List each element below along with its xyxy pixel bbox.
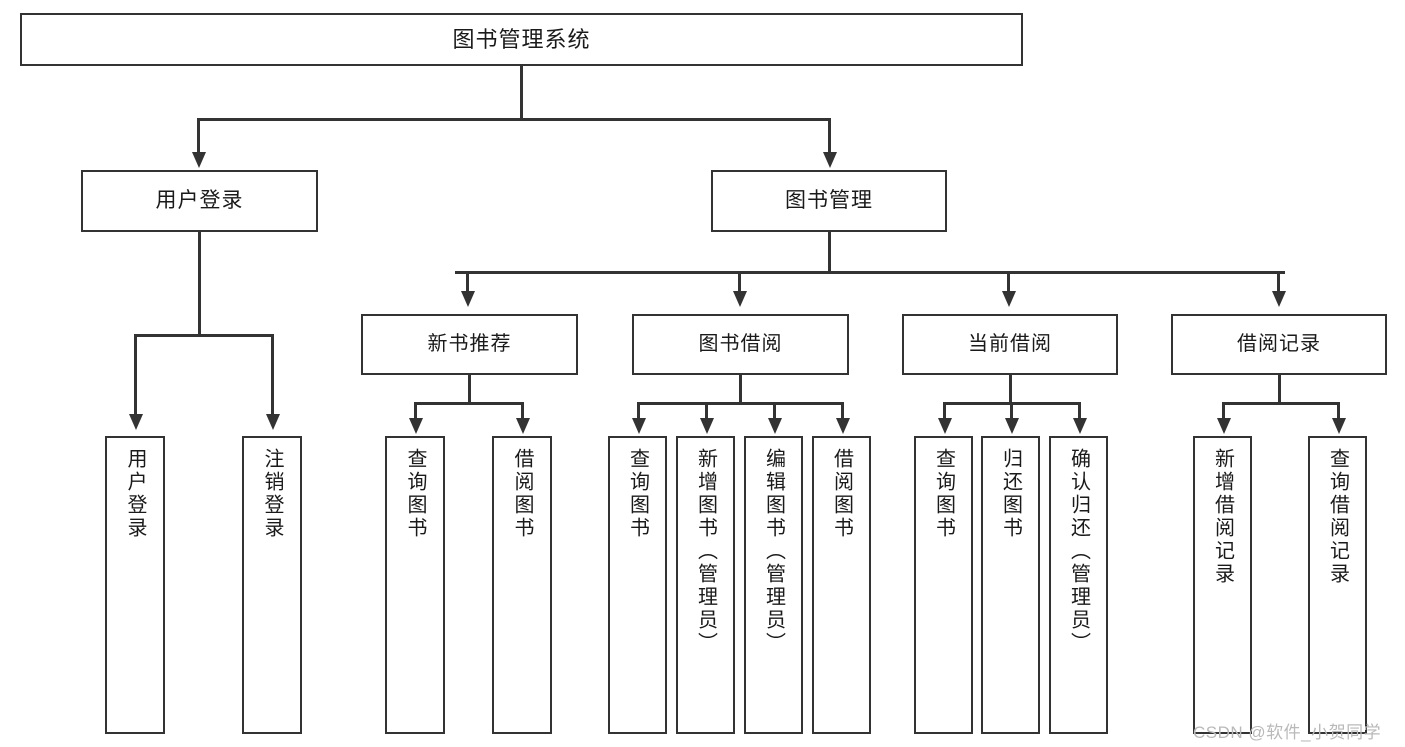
connector-book-management-trunk bbox=[828, 232, 831, 273]
connector-book-management-bar bbox=[455, 271, 1285, 274]
node-leaf-user-login[interactable]: 用户登录 bbox=[105, 436, 165, 734]
node-leaf-query-book-3[interactable]: 查询图书 bbox=[914, 436, 973, 734]
connector-to-leaf-borrow-book-1 bbox=[521, 402, 524, 420]
connector-to-leaf-add-book bbox=[705, 402, 708, 420]
node-leaf-query-book-1[interactable]: 查询图书 bbox=[385, 436, 445, 734]
connector-to-book-borrow bbox=[738, 271, 741, 293]
connector-to-leaf-query-record bbox=[1337, 402, 1340, 420]
node-leaf-query-record[interactable]: 查询借阅记录 bbox=[1308, 436, 1367, 734]
connector-to-leaf-borrow-book-2 bbox=[841, 402, 844, 420]
node-label: 图书管理 bbox=[785, 188, 873, 212]
connector-to-leaf-user-login bbox=[134, 334, 137, 416]
node-root-system[interactable]: 图书管理系统 bbox=[20, 13, 1023, 66]
connector-to-current-borrow bbox=[1007, 271, 1010, 293]
node-label: 查询图书 bbox=[626, 448, 649, 540]
connector-to-leaf-query-book-2 bbox=[637, 402, 640, 420]
connector-to-leaf-return-book bbox=[1010, 402, 1013, 420]
node-label: 借阅图书 bbox=[511, 448, 533, 540]
node-label: 查询借阅记录 bbox=[1326, 448, 1349, 586]
node-label: 用户登录 bbox=[155, 188, 244, 212]
node-leaf-borrow-book-1[interactable]: 借阅图书 bbox=[492, 436, 552, 734]
connector-root-bar bbox=[197, 118, 830, 121]
node-leaf-edit-book[interactable]: 编辑图书（管理员） bbox=[744, 436, 803, 734]
arrowhead-user-login bbox=[191, 152, 206, 168]
connector-root-to-user-login bbox=[197, 118, 200, 154]
node-label: 借阅图书 bbox=[830, 448, 853, 540]
connector-borrow-record-trunk bbox=[1278, 375, 1281, 404]
arrowhead-leaf-return-book bbox=[1004, 418, 1019, 434]
connector-to-leaf-add-record bbox=[1222, 402, 1225, 420]
node-label: 新增图书（管理员） bbox=[694, 448, 717, 655]
arrowhead-leaf-add-record bbox=[1216, 418, 1231, 434]
arrowhead-book-management bbox=[822, 152, 837, 168]
connector-to-leaf-edit-book bbox=[773, 402, 776, 420]
connector-borrow-record-bar bbox=[1222, 402, 1340, 405]
connector-new-book-recommend-trunk bbox=[468, 375, 471, 404]
arrowhead-leaf-add-book bbox=[699, 418, 714, 434]
arrowhead-leaf-borrow-book-2 bbox=[835, 418, 850, 434]
arrowhead-leaf-edit-book bbox=[767, 418, 782, 434]
node-borrow-record[interactable]: 借阅记录 bbox=[1171, 314, 1387, 375]
node-label: 图书借阅 bbox=[698, 333, 783, 355]
connector-root-trunk bbox=[520, 66, 523, 118]
arrowhead-book-borrow bbox=[732, 291, 747, 307]
arrowhead-leaf-borrow-book-1 bbox=[515, 418, 530, 434]
connector-to-leaf-logout bbox=[271, 334, 274, 416]
node-current-borrow[interactable]: 当前借阅 bbox=[902, 314, 1118, 375]
arrowhead-leaf-query-book-1 bbox=[408, 418, 423, 434]
connector-current-borrow-trunk bbox=[1009, 375, 1012, 404]
connector-to-leaf-confirm-return bbox=[1078, 402, 1081, 420]
connector-new-book-recommend-bar bbox=[414, 402, 524, 405]
node-label: 查询图书 bbox=[932, 448, 955, 540]
node-book-borrow[interactable]: 图书借阅 bbox=[632, 314, 849, 375]
node-leaf-borrow-book-2[interactable]: 借阅图书 bbox=[812, 436, 871, 734]
arrowhead-leaf-query-book-3 bbox=[937, 418, 952, 434]
node-label: 用户登录 bbox=[124, 448, 146, 540]
node-label: 新书推荐 bbox=[427, 333, 512, 355]
node-label: 注销登录 bbox=[261, 448, 283, 540]
arrowhead-leaf-query-record bbox=[1331, 418, 1346, 434]
connector-to-borrow-record bbox=[1277, 271, 1280, 293]
connector-book-borrow-bar bbox=[637, 402, 843, 405]
arrowhead-borrow-record bbox=[1271, 291, 1286, 307]
node-leaf-add-book[interactable]: 新增图书（管理员） bbox=[676, 436, 735, 734]
node-label: 借阅记录 bbox=[1237, 333, 1321, 355]
node-leaf-return-book[interactable]: 归还图书 bbox=[981, 436, 1040, 734]
node-leaf-confirm-return[interactable]: 确认归还（管理员） bbox=[1049, 436, 1108, 734]
connector-book-borrow-trunk bbox=[739, 375, 742, 404]
node-leaf-query-book-2[interactable]: 查询图书 bbox=[608, 436, 667, 734]
arrowhead-new-book-recommend bbox=[460, 291, 475, 307]
node-label: 查询图书 bbox=[404, 448, 426, 540]
node-leaf-add-record[interactable]: 新增借阅记录 bbox=[1193, 436, 1252, 734]
node-new-book-recommend[interactable]: 新书推荐 bbox=[361, 314, 578, 375]
node-label: 编辑图书（管理员） bbox=[762, 448, 785, 655]
node-label: 确认归还（管理员） bbox=[1067, 448, 1090, 655]
node-label: 新增借阅记录 bbox=[1211, 448, 1234, 586]
node-label: 图书管理系统 bbox=[452, 26, 591, 52]
connector-to-leaf-query-book-3 bbox=[943, 402, 946, 420]
csdn-watermark: CSDN @软件_小贺同学 bbox=[1193, 723, 1382, 742]
node-label: 归还图书 bbox=[999, 448, 1022, 540]
arrowhead-leaf-confirm-return bbox=[1072, 418, 1087, 434]
node-label: 当前借阅 bbox=[968, 333, 1052, 355]
arrowhead-leaf-user-login bbox=[128, 414, 143, 430]
arrowhead-leaf-query-book-2 bbox=[631, 418, 646, 434]
connector-root-to-book-management bbox=[828, 118, 831, 154]
connector-to-leaf-query-book-1 bbox=[414, 402, 417, 420]
arrowhead-current-borrow bbox=[1001, 291, 1016, 307]
connector-user-login-trunk bbox=[198, 232, 201, 336]
arrowhead-leaf-logout bbox=[265, 414, 280, 430]
connector-user-login-bar bbox=[134, 334, 273, 337]
node-leaf-logout[interactable]: 注销登录 bbox=[242, 436, 302, 734]
node-book-management[interactable]: 图书管理 bbox=[711, 170, 947, 232]
node-user-login[interactable]: 用户登录 bbox=[81, 170, 318, 232]
connector-to-new-book-recommend bbox=[466, 271, 469, 293]
